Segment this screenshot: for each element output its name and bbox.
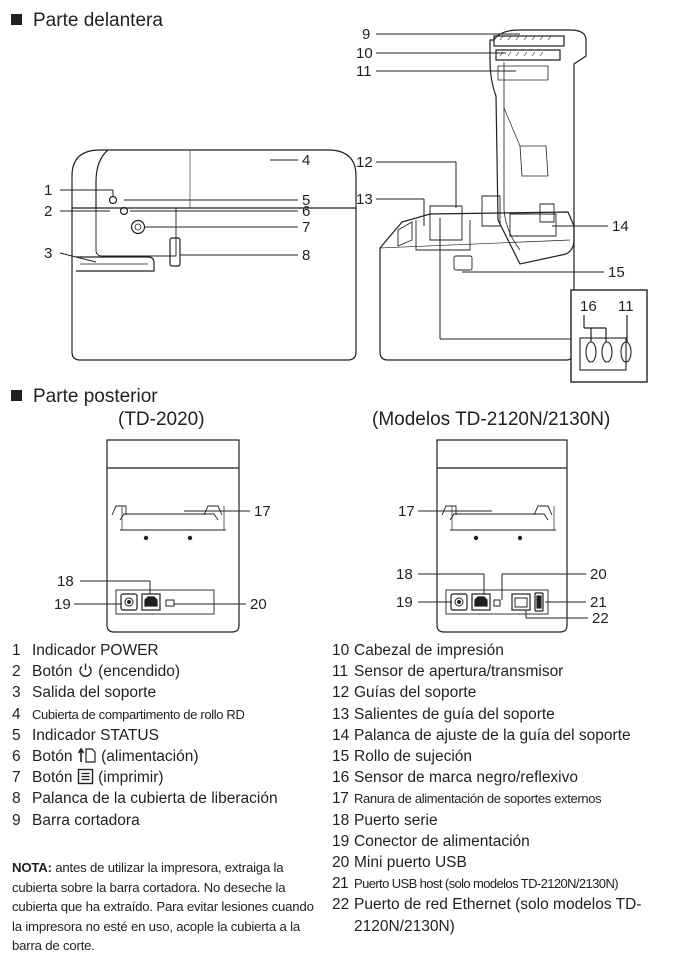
printer-illustrations [59, 29, 648, 633]
back-right-callout-21: 21 [590, 594, 607, 611]
back-right-illustration [418, 439, 588, 633]
callout-1: 1 [44, 182, 53, 199]
square-bullet-icon [11, 390, 22, 401]
back-section-title: Parte posterior [11, 386, 158, 408]
callout-11: 11 [356, 63, 372, 80]
callout-12: 12 [356, 154, 373, 171]
paper-exit [76, 256, 155, 272]
callout-7: 7 [302, 219, 311, 236]
callout-13: 13 [356, 191, 373, 208]
cutter-bar [493, 35, 565, 47]
back-right-callout-19: 19 [396, 594, 413, 611]
callout-6: 6 [302, 203, 311, 220]
back-right-caption: (Modelos TD-2120N/2130N) [372, 409, 611, 430]
front-printer-illustration [59, 149, 357, 361]
platen-roller [453, 255, 473, 271]
feed-icon [77, 747, 96, 763]
back-left-callout-17: 17 [254, 503, 271, 520]
release-lever [169, 237, 181, 267]
sensor-inset [570, 289, 648, 383]
back-left-illustration [74, 439, 250, 633]
status-indicator [119, 206, 129, 216]
back-right-callout-17: 17 [398, 503, 415, 520]
back-left-callout-20: 20 [250, 596, 267, 613]
callout-5: 5 [302, 192, 311, 209]
callout-10: 10 [356, 45, 373, 62]
power-icon [79, 663, 92, 678]
back-right-callout-18: 18 [396, 566, 413, 583]
open-printer-illustration [376, 29, 648, 383]
power-indicator [108, 195, 118, 205]
note: NOTA: antes de utilizar la impresora, ex… [12, 860, 314, 953]
callout-4: 4 [302, 152, 311, 169]
inset-callout-16: 16 [580, 298, 597, 315]
callout-2: 2 [44, 203, 53, 220]
callout-8: 8 [302, 247, 311, 264]
back-left-callout-19: 19 [54, 596, 71, 613]
back-right-callout-20: 20 [590, 566, 607, 583]
print-icon [77, 768, 94, 785]
back-right-callout-22: 22 [592, 610, 609, 627]
front-section-title: Parte delantera [11, 10, 163, 32]
guide-adjust-lever [509, 213, 557, 237]
inset-callout-11: 11 [618, 298, 634, 315]
callout-9: 9 [362, 26, 371, 43]
media-guides [429, 205, 463, 241]
back-left-caption: (TD-2020) [118, 409, 205, 430]
print-head [495, 49, 561, 61]
square-bullet-icon [11, 14, 22, 25]
callout-3: 3 [44, 245, 53, 262]
callout-14: 14 [612, 218, 629, 235]
callout-15: 15 [608, 264, 625, 281]
back-left-callout-18: 18 [57, 573, 74, 590]
feed-button [130, 219, 146, 235]
